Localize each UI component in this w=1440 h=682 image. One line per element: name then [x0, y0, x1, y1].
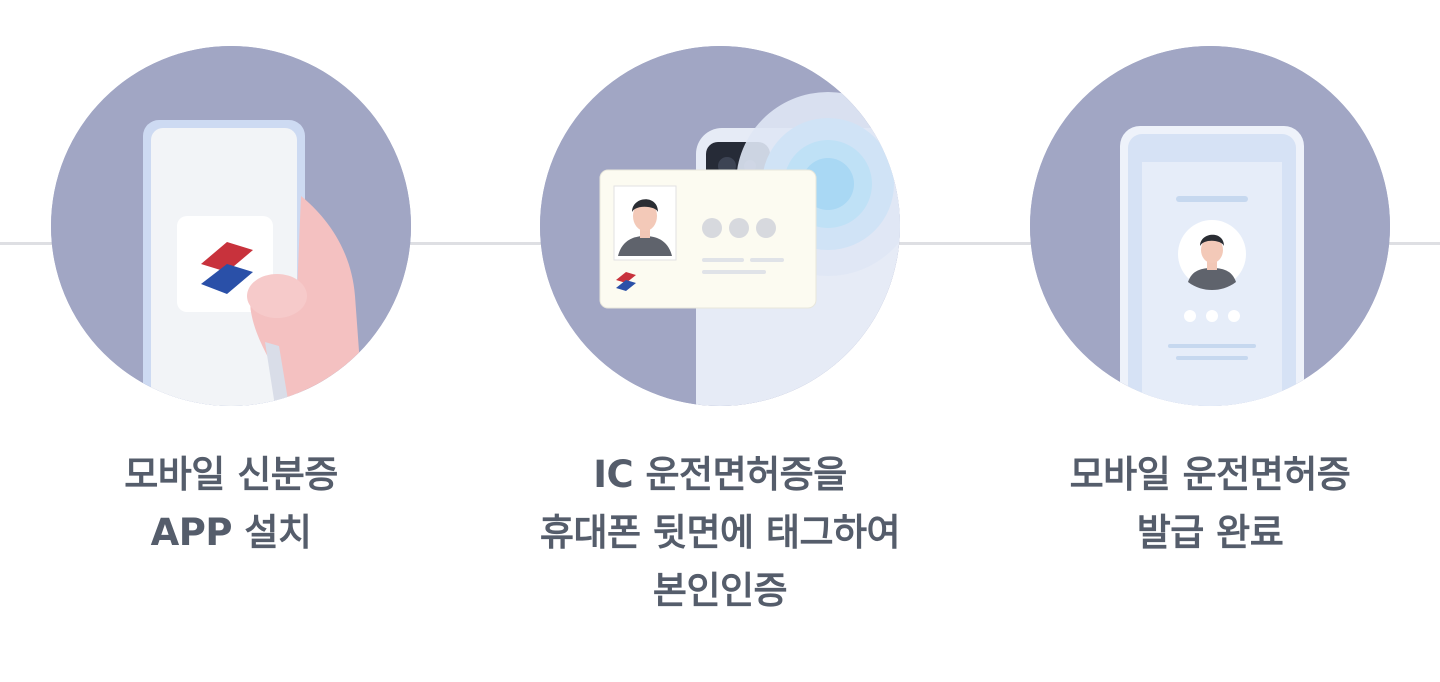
caption-line: 발급 완료 [1136, 511, 1284, 554]
caption-line: 본인인증 [652, 569, 788, 612]
caption-line: 모바일 운전면허증 [1069, 453, 1351, 496]
step-tag-license: IC 운전면허증을 휴대폰 뒷면에 태그하여 본인인증 [540, 46, 901, 612]
mobile-license-issued-icon [1030, 46, 1390, 406]
step-issue-complete: 모바일 운전면허증 발급 완료 [1030, 46, 1390, 554]
step-caption: 모바일 운전면허증 발급 완료 [940, 446, 1440, 562]
phone-app-install-icon [51, 46, 411, 406]
caption-line: 모바일 신분증 [124, 453, 338, 496]
caption-line: 휴대폰 뒷면에 태그하여 [539, 511, 901, 554]
caption-line: IC 운전면허증을 [593, 453, 847, 496]
nfc-license-tag-icon [540, 46, 900, 406]
step-install-app: 모바일 신분증 APP 설치 [51, 46, 411, 554]
step-caption: 모바일 신분증 APP 설치 [0, 446, 501, 562]
step-caption: IC 운전면허증을 휴대폰 뒷면에 태그하여 본인인증 [450, 446, 990, 620]
caption-line: APP 설치 [150, 511, 312, 554]
